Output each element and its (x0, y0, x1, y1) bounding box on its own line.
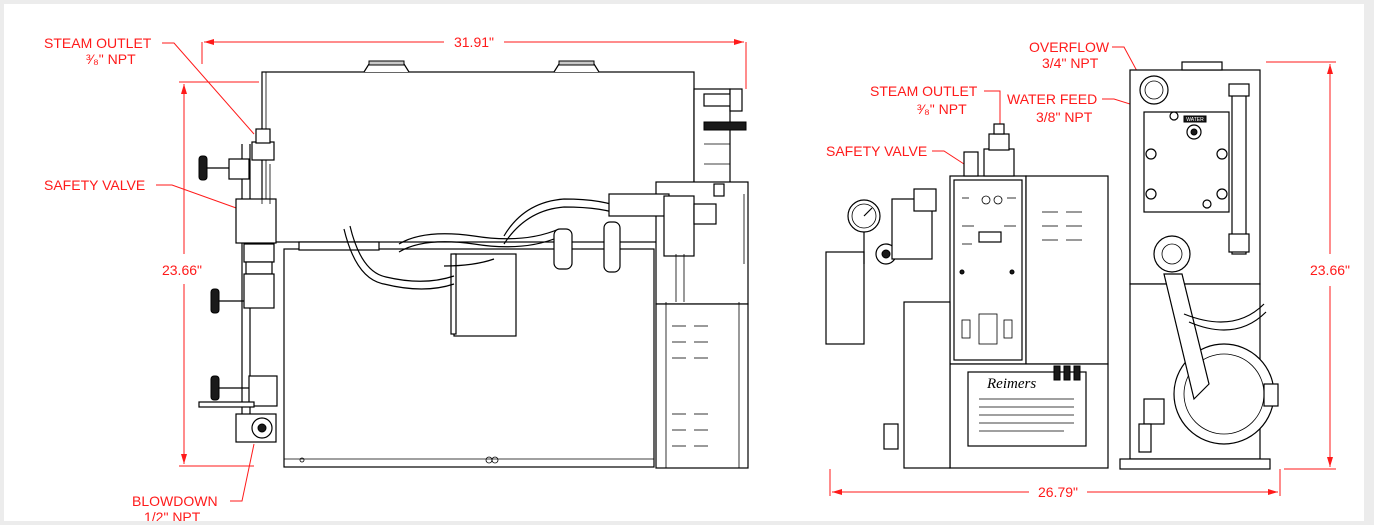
water-feed-size-label: 3/8" NPT (1036, 109, 1093, 125)
front-steam-outlet-size-label: ³⁄₈" NPT (917, 101, 967, 117)
drawing-frame: 31.91" 23.66" STEAM OUTLET ³⁄₈" NPT SAFE… (4, 4, 1364, 521)
technical-drawing: 31.91" 23.66" STEAM OUTLET ³⁄₈" NPT SAFE… (44, 34, 1350, 521)
dimension-height-side: 23.66" (162, 81, 259, 467)
front-safety-valve-label: SAFETY VALVE (826, 143, 927, 159)
overflow-fitting (1139, 75, 1169, 105)
front-steam-outlet-label: STEAM OUTLET (870, 83, 978, 99)
dimension-height-front: 23.66" (1266, 61, 1350, 470)
steam-outlet-size-label: ³⁄₈" NPT (86, 51, 136, 67)
blowdown-label: BLOWDOWN (132, 493, 218, 509)
steam-outlet-label: STEAM OUTLET (44, 35, 152, 51)
overflow-label: OVERFLOW (1029, 39, 1110, 55)
front-width-dimension-label: 26.79" (1038, 484, 1078, 500)
water-feed-label: WATER FEED (1007, 91, 1097, 107)
overflow-size-label: 3/4" NPT (1042, 55, 1099, 71)
side-view: 31.91" 23.66" STEAM OUTLET ³⁄₈" NPT SAFE… (44, 34, 749, 521)
water-tag: WATER (1186, 117, 1204, 123)
dimension-width-front: 26.79" (829, 469, 1281, 500)
width-dimension-label: 31.91" (454, 34, 494, 50)
blowdown-size-label: 1/2" NPT (144, 509, 201, 521)
front-view: 26.79" 23.66" OVERFLOW 3/4" NPT STEAM OU… (825, 39, 1350, 500)
height-dimension-label: 23.66" (162, 262, 202, 278)
safety-valve-label: SAFETY VALVE (44, 177, 145, 193)
front-height-dimension-label: 23.66" (1310, 262, 1350, 278)
dimension-width-side: 31.91" (201, 34, 747, 89)
brand-logo-text: Reimers (986, 376, 1036, 392)
